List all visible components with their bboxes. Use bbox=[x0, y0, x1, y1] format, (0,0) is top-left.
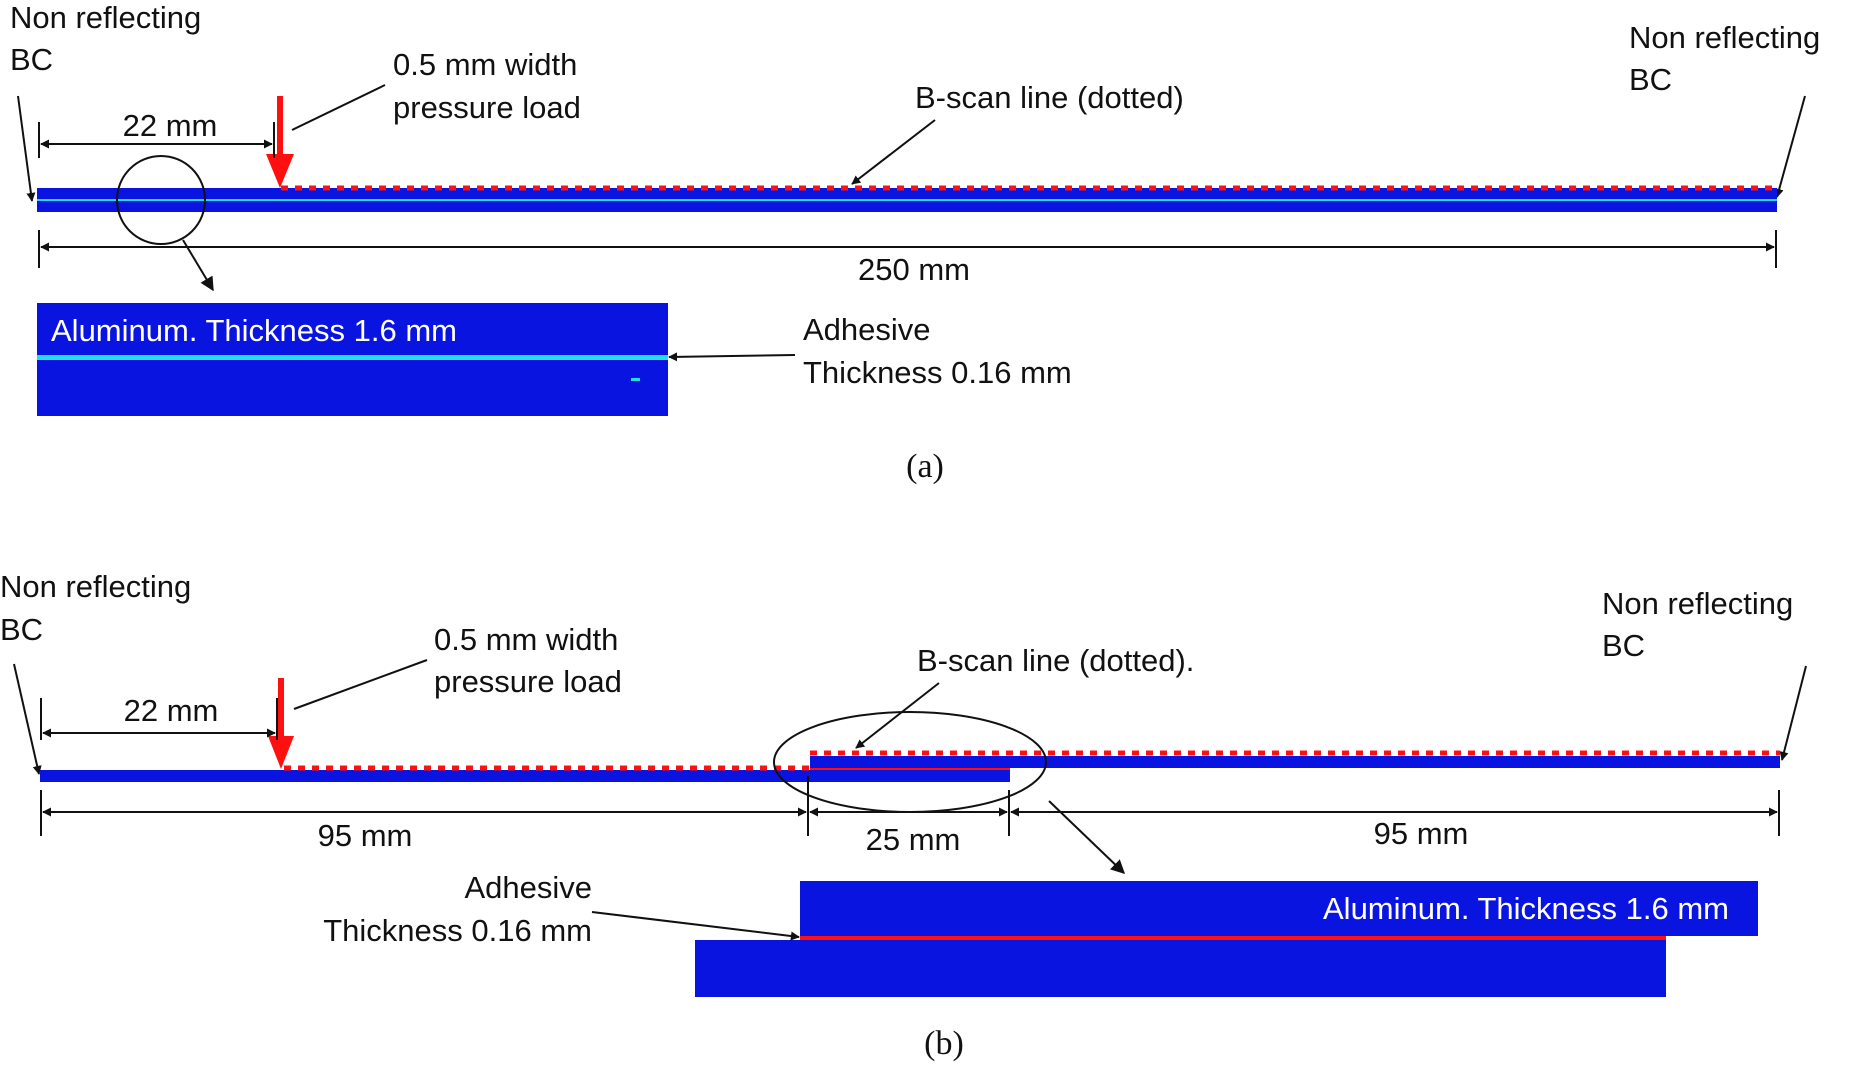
panel-b-zoom-material-label: Aluminum. Thickness 1.6 mm bbox=[1323, 891, 1729, 926]
panel-b-dim-25-label: 25 mm bbox=[866, 822, 961, 857]
panel-b-load-label-line1: 0.5 mm width bbox=[434, 622, 618, 657]
panel-a-zoom-material-label: Aluminum. Thickness 1.6 mm bbox=[51, 313, 457, 348]
panel-a-bc-right-line2: BC bbox=[1629, 62, 1672, 97]
panel-a-load-arrowhead bbox=[266, 154, 294, 188]
panel-a-load-leader bbox=[291, 84, 386, 131]
panel-b-bc-left-arrow bbox=[13, 663, 42, 775]
panel-b-bscan-label: B-scan line (dotted). bbox=[917, 643, 1194, 678]
panel-b-load-label-line2: pressure load bbox=[434, 664, 622, 699]
panel-b-bc-right-line1: Non reflecting bbox=[1602, 586, 1793, 621]
panel-a-load-label-line1: 0.5 mm width bbox=[393, 47, 577, 82]
panel-b-bc-right-line2: BC bbox=[1602, 628, 1645, 663]
panel-b-bc-right-arrow bbox=[1779, 665, 1807, 761]
panel-b-zoom-ellipse bbox=[773, 711, 1047, 813]
panel-a-adhesive-arrow bbox=[668, 352, 796, 362]
panel-b-load-leader bbox=[293, 659, 428, 710]
panel-a-zoom-mesh-mark bbox=[631, 378, 640, 381]
panel-b-zoom-adhesive bbox=[800, 936, 1666, 940]
panel-a-zoom-adhesive bbox=[37, 355, 668, 360]
panel-a-caption: (a) bbox=[906, 448, 944, 485]
panel-b-bc-left-line2: BC bbox=[0, 612, 43, 647]
panel-b-caption: (b) bbox=[924, 1025, 964, 1062]
panel-b-adhesive-label-line2: Thickness 0.16 mm bbox=[323, 913, 592, 948]
panel-b-zoom-lower-plate bbox=[695, 940, 1666, 997]
panel-a-load-label-line2: pressure load bbox=[393, 90, 581, 125]
panel-a-adhesive-label-line2: Thickness 0.16 mm bbox=[803, 355, 1072, 390]
panel-b: Non reflecting BC 0.5 mm width pressure … bbox=[0, 569, 1807, 1062]
panel-b-zoom-upper-plate bbox=[800, 881, 1758, 936]
panel-a-zoom-circle bbox=[116, 155, 206, 245]
panel-a-dim-250-label: 250 mm bbox=[858, 252, 970, 287]
panel-a-zoom-arrow bbox=[182, 239, 214, 292]
panel-a-bscan-label: B-scan line (dotted) bbox=[915, 80, 1184, 115]
panel-b-adhesive-arrow bbox=[591, 911, 800, 941]
panel-b-bscan-arrow bbox=[855, 682, 940, 749]
panel-b-zoom-arrow bbox=[1048, 800, 1126, 874]
panel-a-bc-right-line1: Non reflecting bbox=[1629, 20, 1820, 55]
panel-a-bscan-arrow bbox=[851, 119, 936, 185]
panel-a-bc-left-line2: BC bbox=[10, 42, 53, 77]
panel-b-left-plate bbox=[40, 770, 1010, 782]
panel-b-dim-95-right-label: 95 mm bbox=[1374, 816, 1469, 851]
panel-a-bc-left-line1: Non reflecting bbox=[10, 0, 201, 35]
panel-a-bc-left-arrow bbox=[17, 95, 36, 202]
panel-b-adhesive-label-line1: Adhesive bbox=[464, 870, 592, 905]
panel-b-dim-22-label: 22 mm bbox=[124, 693, 219, 728]
panel-b-right-plate bbox=[810, 756, 1780, 768]
panel-b-bc-left-line1: Non reflecting bbox=[0, 569, 191, 604]
panel-b-dim-95-left-label: 95 mm bbox=[318, 818, 413, 853]
panel-b-load-arrowhead bbox=[268, 736, 294, 769]
panel-a: Non reflecting BC 0.5 mm width pressure … bbox=[10, 0, 1820, 485]
panel-a-dim-22-label: 22 mm bbox=[123, 108, 218, 143]
panel-a-adhesive-label-line1: Adhesive bbox=[803, 312, 931, 347]
panel-a-bc-right-arrow bbox=[1774, 95, 1806, 198]
